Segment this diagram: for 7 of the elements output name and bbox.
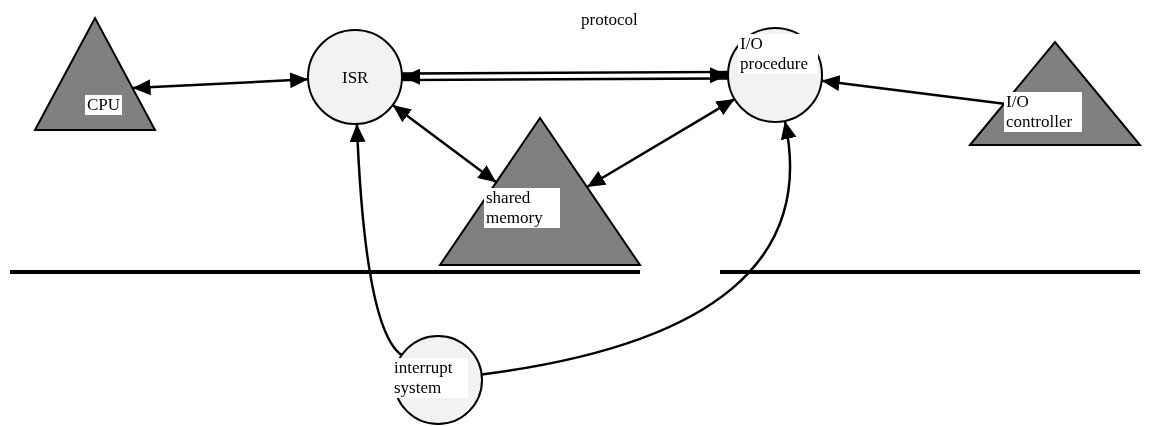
node-label: shared memory xyxy=(484,188,560,228)
edge-label: protocol xyxy=(578,10,641,30)
node-label: I/O procedure xyxy=(738,34,818,74)
node-label: ISR xyxy=(341,68,370,88)
node-label: CPU xyxy=(85,95,123,115)
node-label: interrupt system xyxy=(392,358,468,398)
node-label: I/O controller xyxy=(1004,92,1082,132)
